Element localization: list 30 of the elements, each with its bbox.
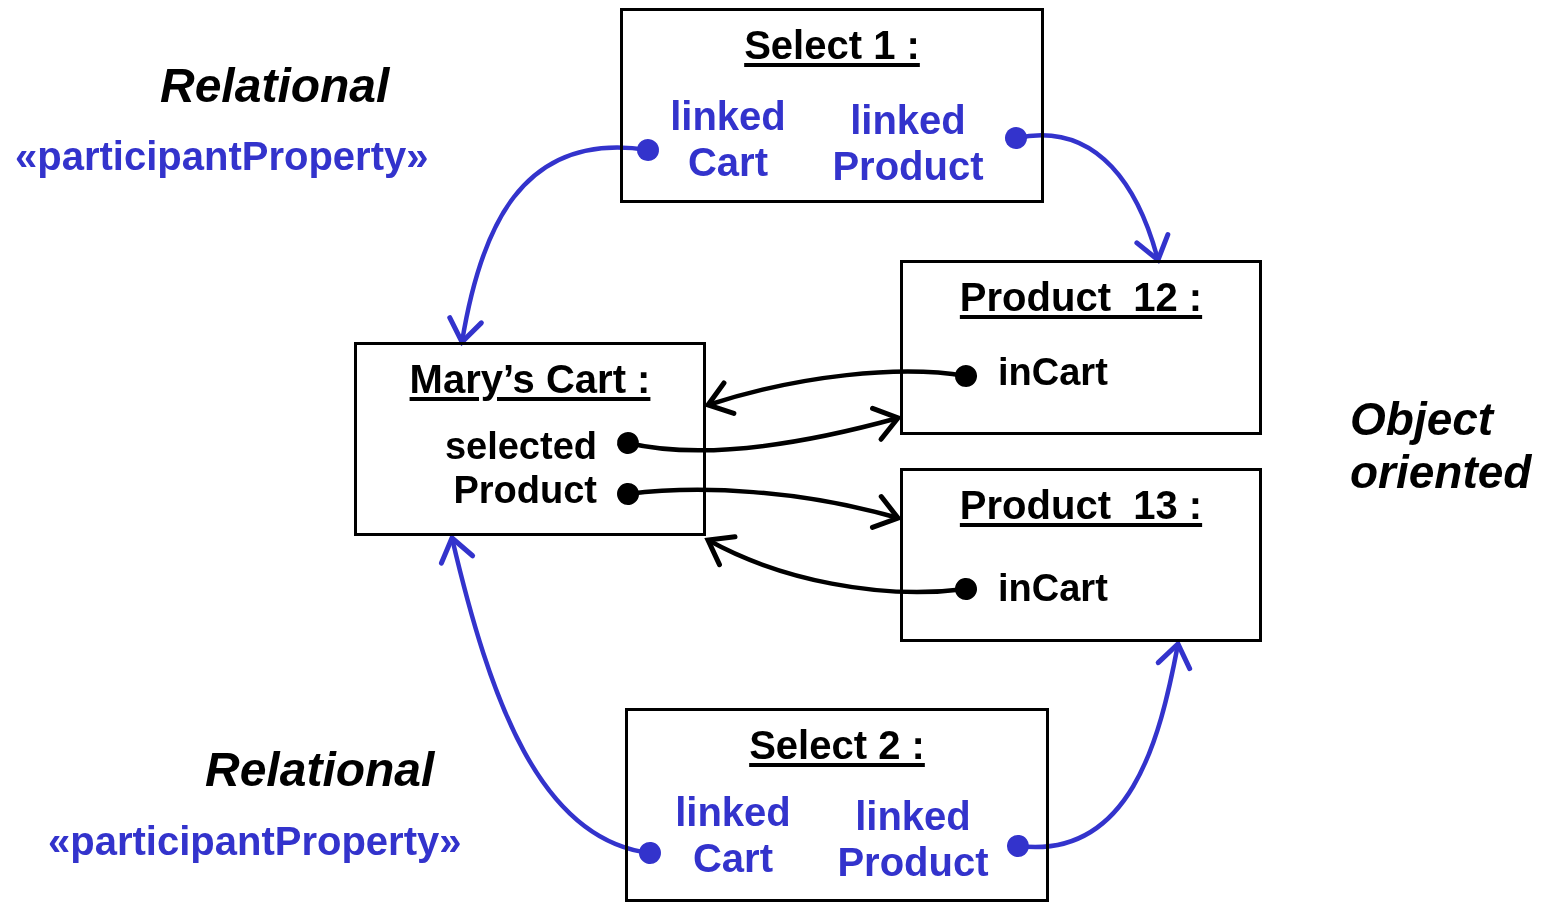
link-arrow <box>705 533 977 600</box>
property-name: linked Cart <box>643 93 813 185</box>
property-name: inCart <box>998 351 1138 395</box>
annotation-label: Relational <box>205 742 435 798</box>
property-name: selected Product <box>407 425 597 513</box>
object-box <box>900 468 1262 642</box>
object-title: Select 1 : <box>743 25 921 65</box>
object-title: Mary’s Cart : <box>408 359 652 399</box>
link-arrow <box>617 405 901 454</box>
link-arrow <box>1007 641 1192 857</box>
property-name: linked Product <box>818 793 1008 885</box>
link-arrow <box>447 139 659 345</box>
object-title: Product 13 : <box>958 485 1204 525</box>
object-box <box>625 708 1049 902</box>
annotation-label: Relational <box>160 58 390 114</box>
object-box <box>900 260 1262 435</box>
annotation-label: Object oriented <box>1350 393 1533 499</box>
property-name: inCart <box>998 567 1138 611</box>
annotation-label: «participantProperty» <box>15 133 429 179</box>
property-name: linked Cart <box>648 789 818 881</box>
property-name: linked Product <box>813 97 1003 189</box>
object-box <box>620 8 1044 203</box>
link-arrow <box>1005 127 1170 263</box>
annotation-label: «participantProperty» <box>48 818 462 864</box>
link-arrow <box>617 483 901 531</box>
object-box <box>354 342 706 536</box>
object-title: Product 12 : <box>958 277 1204 317</box>
link-arrow <box>705 365 977 417</box>
object-title: Select 2 : <box>748 725 926 765</box>
link-arrow <box>439 535 661 864</box>
